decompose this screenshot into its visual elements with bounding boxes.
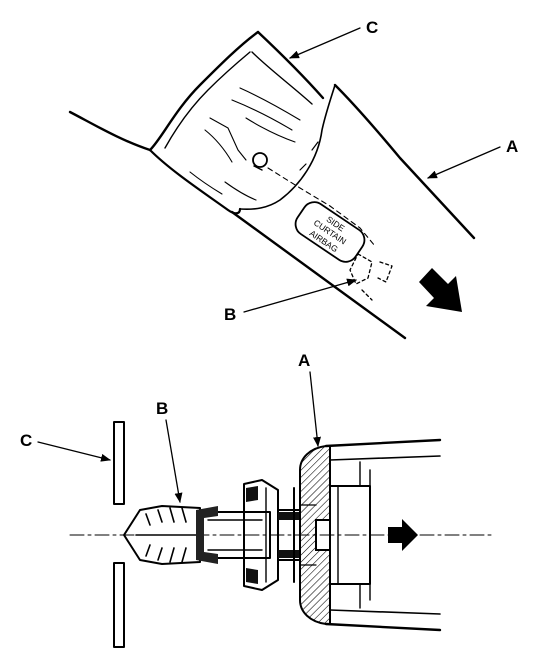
clip-b-dashed — [349, 253, 393, 301]
pillar-trim-panel — [68, 83, 476, 340]
airbag-emblem: SIDE CURTAIN AIRBAG — [294, 201, 366, 263]
body-panel — [113, 421, 125, 648]
top-view: SIDE CURTAIN AIRBAG C A B — [68, 18, 518, 340]
label-a-bottom: A — [298, 351, 310, 370]
clip-centerline — [267, 167, 376, 247]
body-panel-upper — [113, 421, 125, 505]
bottom-view: A B C — [20, 351, 496, 648]
pillar-trim-cross-section — [299, 438, 442, 632]
label-c-top: C — [366, 18, 378, 37]
removal-direction-arrow-icon — [419, 268, 462, 312]
callout-b-top: B — [224, 278, 357, 324]
label-c-bottom: C — [20, 431, 32, 450]
label-a-top: A — [506, 137, 518, 156]
callout-c-bottom: C — [20, 431, 111, 462]
label-b-bottom: B — [156, 399, 168, 418]
callout-a-bottom: A — [298, 351, 322, 447]
label-b-top: B — [224, 305, 236, 324]
pillar-cutaway-section — [148, 30, 325, 215]
pull-direction-arrow-icon — [388, 519, 418, 551]
clip-b-cross-section — [123, 479, 301, 591]
clip-hole — [252, 152, 268, 168]
emblem-outline — [294, 201, 366, 263]
body-panel-lower — [113, 562, 125, 648]
callout-c-top: C — [289, 18, 378, 59]
callout-a-top: A — [427, 137, 518, 179]
callout-b-bottom: B — [156, 399, 183, 503]
